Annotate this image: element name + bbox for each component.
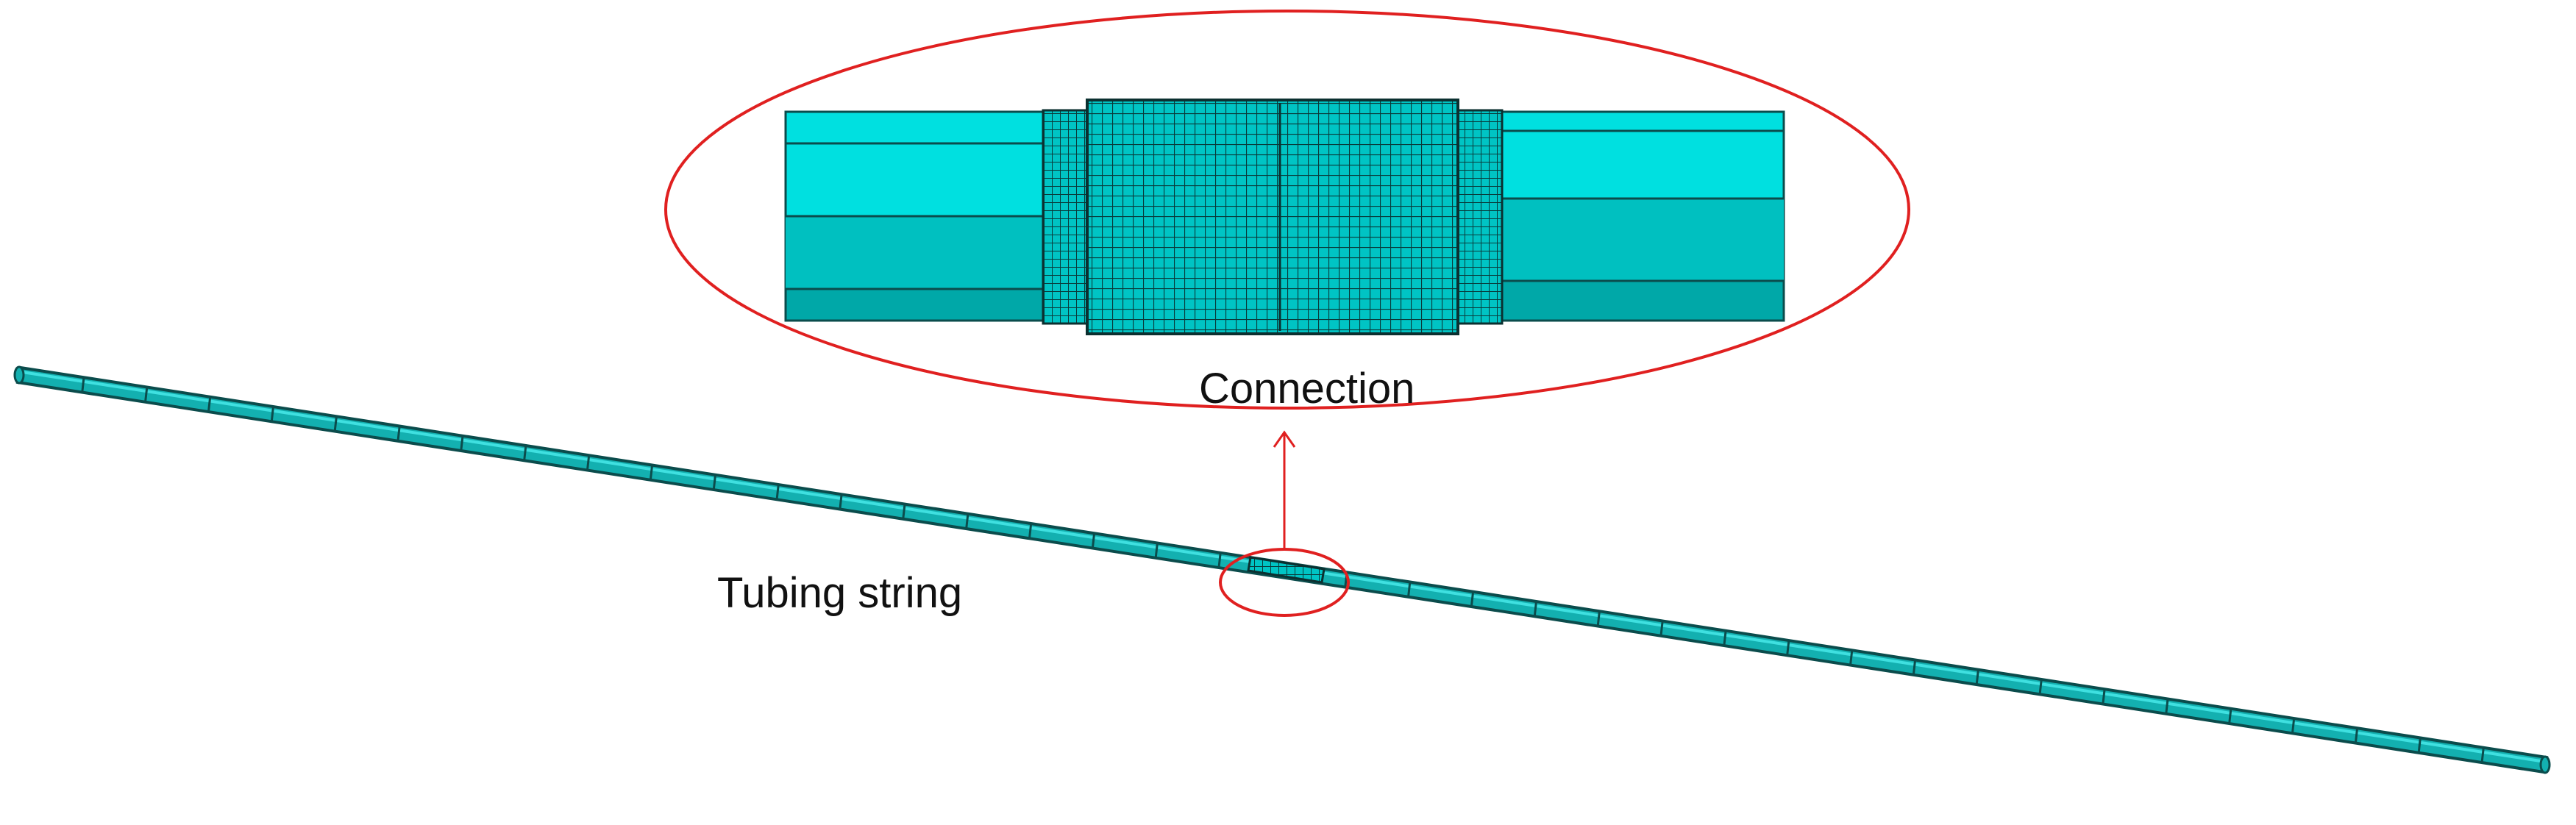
tubing-joint-line [650,465,653,479]
tubing-joint-line [1470,592,1474,606]
tubing-joint-line [1659,621,1664,635]
connection-mesh-small [1247,556,1326,584]
tubing-joint-line [2480,748,2485,762]
tubing-joint-line [81,378,85,392]
tubing-joint-line [1975,670,1979,684]
connection-zoom-view [784,99,1785,335]
right-pin-mesh [1456,109,1504,325]
tubing-joint-line [523,446,527,460]
tubing-joint-line [1154,543,1159,557]
coupling-mesh [1086,99,1459,335]
tubing-joint-line [333,417,338,431]
tubing-joint-line [775,485,780,499]
tubing-joint-line [144,388,149,401]
tubing-joint-line [1596,612,1601,626]
tubing-joint-line [1092,534,1095,548]
tubing-joint-line [270,407,274,421]
tubing-joint-line [1407,582,1412,596]
tubing-segment-joints [81,378,2485,762]
tubing-joint-line [2417,738,2422,752]
tubing-string-label: Tubing string [717,569,963,617]
left-pin-mesh [1042,109,1089,325]
tubing-joint-line [207,397,212,411]
tubing-joint-line [2228,709,2232,723]
tubing-joint-line [839,495,843,509]
tubing-joint-line [902,504,906,518]
tubing-string-right-end [2539,755,2551,774]
tubing-joint-line [1786,640,1790,655]
tubing-joint-line [712,475,716,489]
tubing-joint-line [2102,690,2106,704]
right-pipe-section [1499,110,1785,322]
tubing-joint-line [1217,553,1222,567]
tubing-joint-line [396,426,401,440]
tubing-joint-line [2038,679,2043,694]
tubing-joint-line [460,436,464,450]
connection-label: Connection [1199,365,1415,413]
connection-callout-small [1219,548,1350,617]
tubing-joint-line [2165,699,2169,713]
tubing-string-left-end [13,365,25,385]
tubing-string [13,365,2551,774]
tubing-joint-line [2355,729,2358,743]
tubing-joint-line [965,514,969,528]
tubing-joint-line [1849,651,1854,665]
connection-callout-large [664,10,1910,410]
callout-arrow [1273,430,1296,549]
left-pipe-section [784,110,1045,322]
tubing-joint-line [1028,524,1033,538]
tubing-joint-line [1533,601,1537,616]
tubing-joint-line [1913,660,1916,674]
tubing-joint-line [2291,718,2296,733]
tubing-joint-line [1723,631,1727,645]
tubing-joint-line [586,456,591,470]
